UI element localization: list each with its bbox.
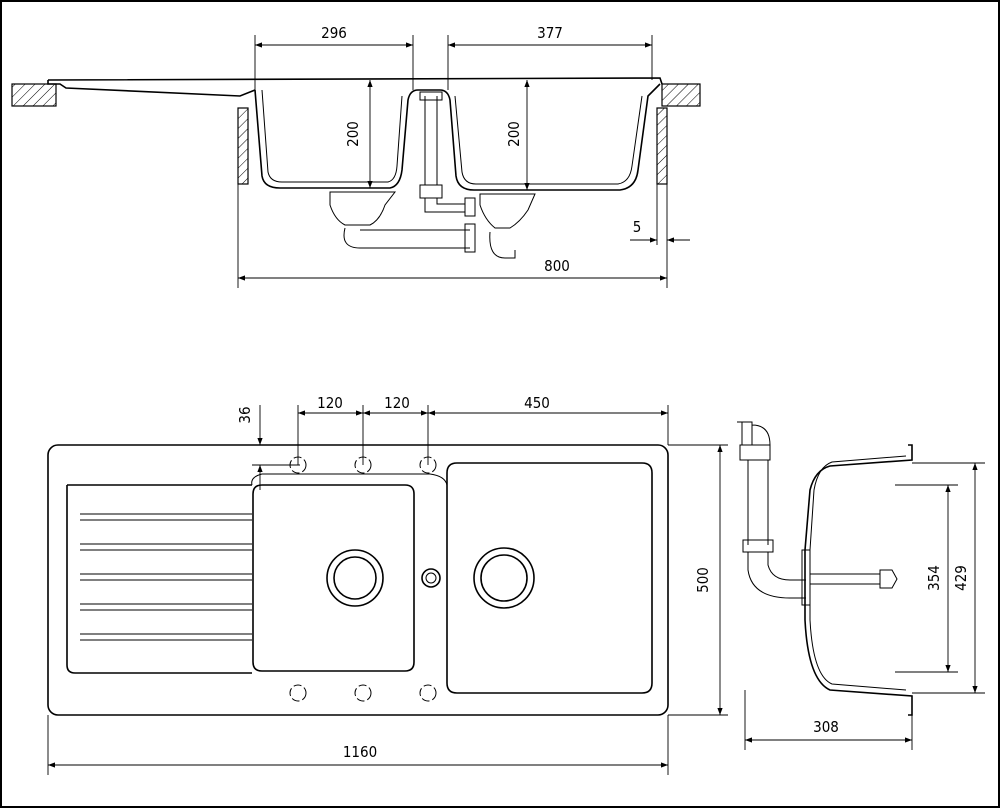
waste-pipes: [343, 227, 516, 259]
overflow-pipe: [419, 91, 465, 213]
drainer-grooves: [80, 513, 252, 641]
bowl-profile-outer: [254, 83, 661, 191]
countertop-left: [11, 83, 57, 107]
cabinet-wall-right: [656, 107, 668, 185]
drain-left-inner: [333, 556, 377, 600]
extension-lines-bottom: [237, 184, 668, 288]
dim-inner-bowl-depth: 354: [925, 565, 943, 591]
dim-bowl2-width: 377: [537, 24, 563, 42]
dim-height: 308: [813, 718, 839, 736]
dim-bowl2-length: 450: [524, 394, 550, 412]
extension-lines-top: [254, 35, 653, 90]
countertop-right: [661, 83, 701, 107]
cabinet-wall-left: [237, 107, 249, 185]
side-bowl-inner: [809, 455, 907, 691]
drainer-area: [66, 484, 252, 674]
pipe-connector: [464, 223, 476, 253]
dim-outer-bowl-depth: 429: [952, 565, 970, 591]
dim-bowl1-width: 296: [321, 24, 347, 42]
drain-right-outer: [473, 547, 535, 609]
side-extension-lines: [744, 462, 985, 750]
plan-view: 120 120 450 36 500 1160: [47, 394, 728, 775]
drain-left-outer: [326, 549, 384, 607]
plan-extension-lines-2: [47, 444, 728, 775]
dim-rim-offset: 5: [633, 218, 642, 236]
drain-right-inner: [480, 554, 528, 602]
overflow-outer: [421, 568, 441, 588]
section-view: 296 377 200 200 5 800: [11, 24, 701, 288]
side-waste-pipe: [742, 460, 806, 599]
dim-cabinet-width: 800: [544, 257, 570, 275]
drain-left: [329, 191, 397, 226]
side-drain-body: [801, 549, 811, 606]
side-bowl-outer: [804, 444, 913, 716]
overflow-elbow: [737, 421, 771, 461]
dim-tap-spacing-1: 120: [317, 394, 343, 412]
dim-overall-length: 1160: [343, 743, 377, 761]
dim-overall-depth: 500: [694, 567, 712, 593]
sink-rim-drainer: [47, 77, 663, 97]
bowl-profile-inner: [261, 89, 643, 185]
dim-tap-hole-edge: 36: [236, 406, 254, 423]
bowl-rim-edge: [251, 473, 448, 486]
plan-extension-lines: [252, 405, 669, 466]
large-bowl: [446, 462, 653, 694]
small-bowl: [252, 484, 415, 672]
dim-tap-spacing-2: 120: [384, 394, 410, 412]
sink-outline: [47, 444, 669, 716]
dim-bowl2-depth: 200: [505, 121, 523, 147]
drain-right: [479, 193, 536, 229]
dim-bowl1-depth: 200: [344, 121, 362, 147]
drain-rod: [810, 569, 898, 589]
overflow-inner: [425, 572, 437, 584]
side-view: 354 429 308: [737, 421, 985, 750]
pipe-connector-2: [464, 197, 476, 217]
